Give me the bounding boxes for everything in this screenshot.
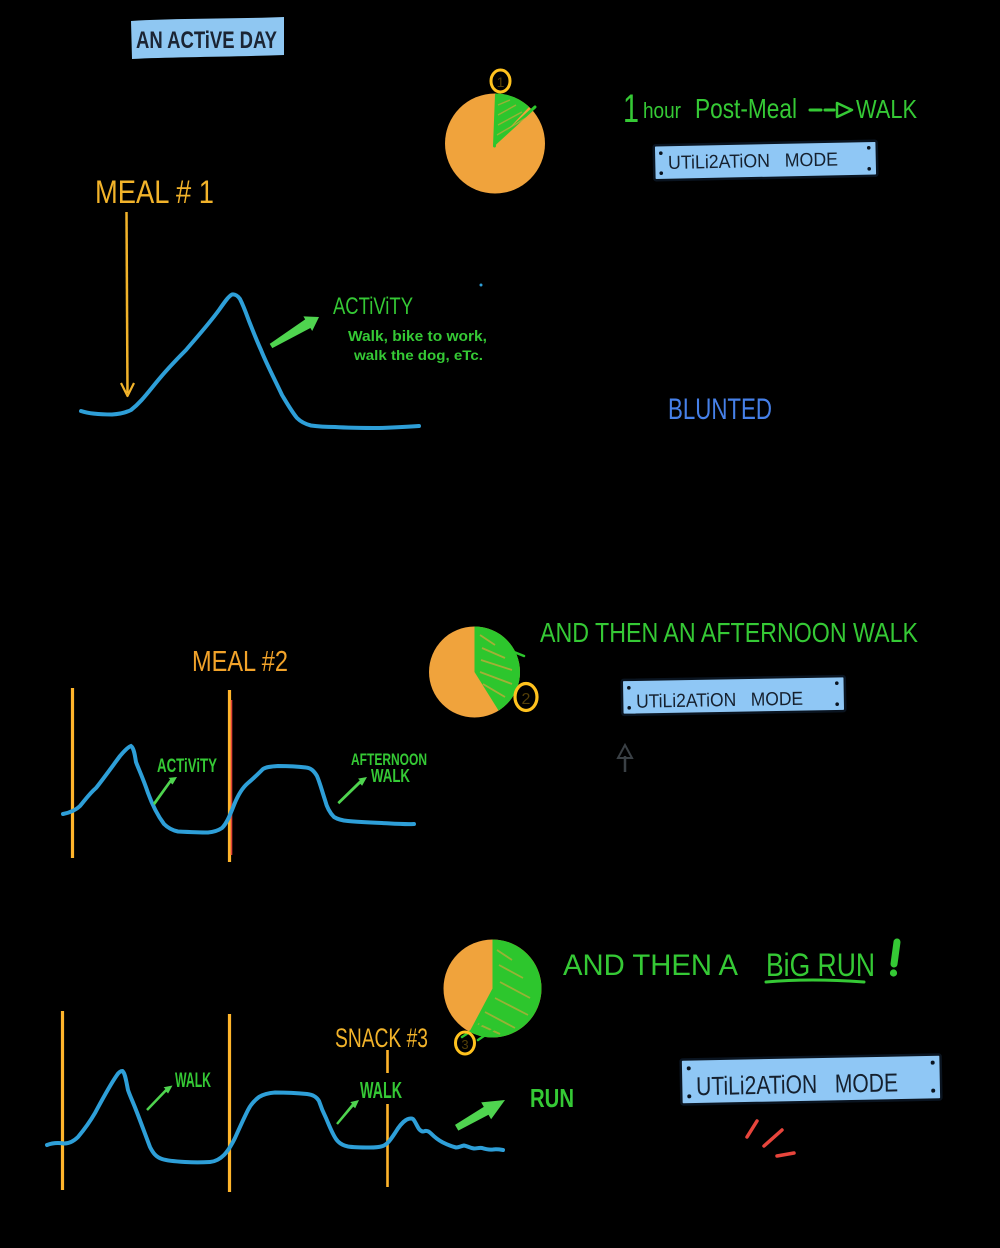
- svg-text:ACTiViTY: ACTiViTY: [157, 756, 217, 777]
- svg-text:3: 3: [461, 1037, 468, 1052]
- svg-text:WALK: WALK: [175, 1069, 211, 1092]
- svg-text:SNACK #3: SNACK #3: [335, 1023, 428, 1053]
- svg-text:AND THEN AN AFTERNOON WALK: AND THEN AN AFTERNOON WALK: [540, 617, 918, 648]
- svg-text:UTiLi2ATiON MODE: UTiLi2ATiON MODE: [668, 149, 838, 174]
- svg-text:BLUNTED: BLUNTED: [668, 393, 772, 426]
- svg-text:hour: hour: [643, 98, 681, 123]
- svg-text:1: 1: [623, 87, 639, 131]
- svg-text:RUN: RUN: [530, 1083, 574, 1113]
- svg-text:1: 1: [497, 74, 505, 90]
- svg-text:walk the dog, eTc.: walk the dog, eTc.: [353, 347, 483, 363]
- svg-text:WALK: WALK: [371, 766, 410, 786]
- svg-text:Walk, bike to work,: Walk, bike to work,: [348, 328, 487, 345]
- svg-text:Post-Meal: Post-Meal: [695, 93, 797, 124]
- svg-text:AFTERNOON: AFTERNOON: [351, 750, 427, 769]
- svg-text:BiG RUN: BiG RUN: [766, 947, 875, 983]
- svg-text:MEAL # 1: MEAL # 1: [95, 174, 214, 210]
- svg-text:UTiLi2ATiON MODE: UTiLi2ATiON MODE: [696, 1067, 899, 1101]
- svg-text:WALK: WALK: [360, 1077, 402, 1103]
- svg-text:ACTiViTY: ACTiViTY: [333, 293, 413, 320]
- svg-text:AN ACTiVE DAY: AN ACTiVE DAY: [136, 27, 277, 54]
- svg-text:AND THEN A: AND THEN A: [563, 949, 738, 982]
- svg-text:WALK: WALK: [856, 94, 918, 124]
- svg-text:MEAL #2: MEAL #2: [192, 646, 288, 678]
- svg-text:2: 2: [522, 691, 531, 708]
- svg-text:UTiLi2ATiON MODE: UTiLi2ATiON MODE: [636, 689, 803, 713]
